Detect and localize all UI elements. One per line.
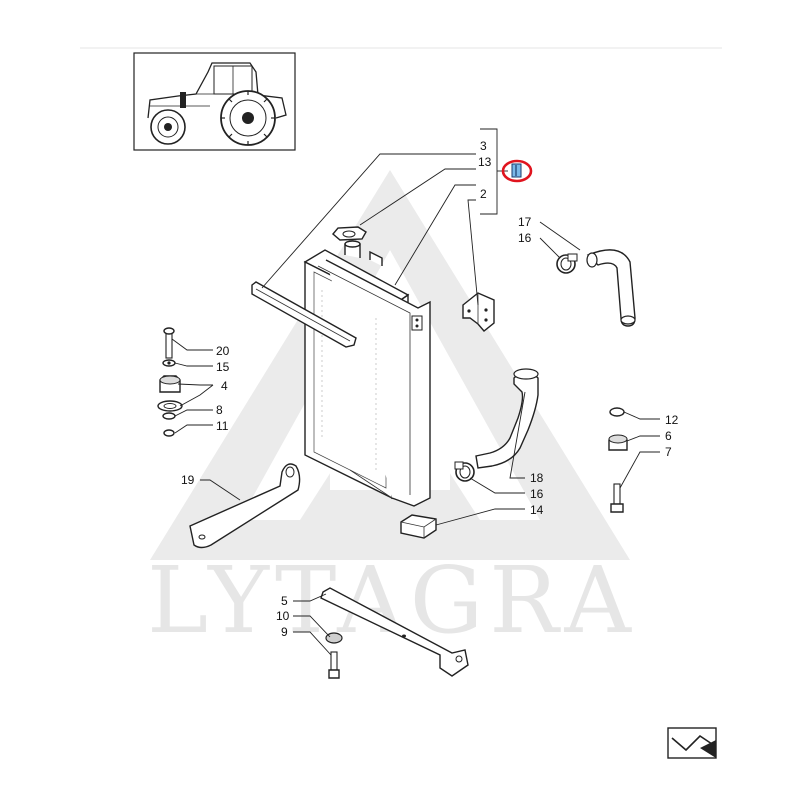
leader-lines <box>171 153 660 656</box>
right-mount-stack <box>608 407 628 513</box>
callout-5: 5 <box>281 594 288 608</box>
callout-4: 4 <box>221 379 228 393</box>
callout-10: 10 <box>276 609 290 623</box>
callout-11: 11 <box>216 419 229 433</box>
callout-12: 12 <box>665 413 679 427</box>
callout-16-upper: 16 <box>518 231 532 245</box>
callout-9: 9 <box>281 625 288 639</box>
callout-17: 17 <box>518 215 532 229</box>
callout-19: 19 <box>181 473 195 487</box>
page-turn-icon[interactable] <box>667 727 717 759</box>
callout-20: 20 <box>216 344 230 358</box>
left-mount-stack <box>157 327 183 437</box>
lower-hose-part <box>475 368 539 469</box>
upper-hose-clamp-part <box>556 253 578 274</box>
bracket-part <box>462 292 495 332</box>
lower-mount-stack <box>325 632 343 679</box>
upper-hose-part <box>586 249 636 327</box>
callout-14: 14 <box>530 503 544 517</box>
foam-pad-part <box>400 514 437 539</box>
callout-3: 3 <box>480 139 487 153</box>
group-bracket <box>480 128 498 215</box>
tractor-thumbnail-icon <box>133 52 296 151</box>
watermark-text: LYTAGRA <box>147 547 637 654</box>
callout-16-lower: 16 <box>530 487 544 501</box>
callout-2: 2 <box>480 187 487 201</box>
lower-hose-clamp-part <box>454 461 475 482</box>
callout-labels: 3 13 2 17 16 20 15 4 8 11 12 6 7 18 16 1… <box>181 139 679 639</box>
callout-18: 18 <box>530 471 544 485</box>
item-1-highlight <box>501 159 533 183</box>
callout-15: 15 <box>216 360 230 374</box>
callout-8: 8 <box>216 403 223 417</box>
callout-13: 13 <box>478 155 492 169</box>
seal-strip-part <box>251 281 357 348</box>
radiator-part <box>303 240 431 507</box>
support-bar-upper-part <box>189 463 301 549</box>
callout-7: 7 <box>665 445 672 459</box>
support-bar-lower-part <box>320 587 469 677</box>
gasket-part <box>332 226 367 241</box>
callout-6: 6 <box>665 429 672 443</box>
